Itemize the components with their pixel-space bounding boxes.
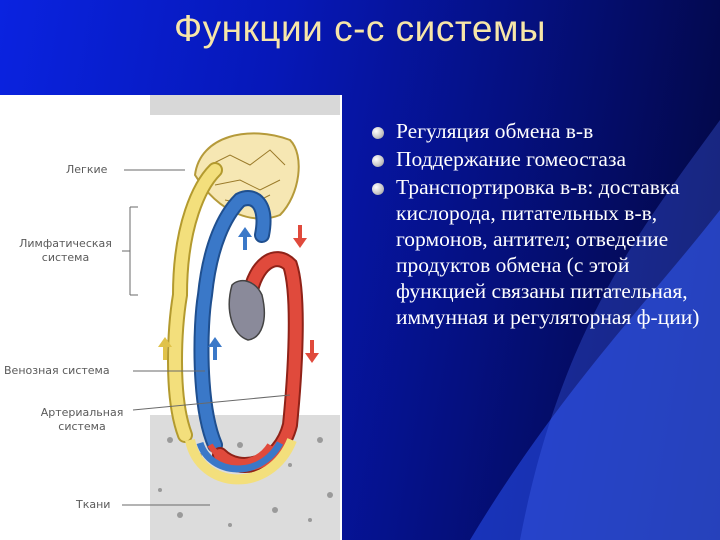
bullet-dot-icon [372, 183, 384, 195]
label-venous-system: Венозная система [4, 364, 110, 377]
bullet-text: Регуляция обмена в-в [396, 119, 594, 143]
bullet-text: Поддержание гомеостаза [396, 147, 626, 171]
bullet-list: Регуляция обмена в-в Поддержание гомеост… [368, 118, 713, 332]
bullet-dot-icon [372, 155, 384, 167]
label-lymphatic-system: Лимфатическая система [19, 237, 112, 264]
bullet-dot-icon [372, 127, 384, 139]
lymphatic-vessel [169, 164, 221, 441]
bullet-text: Транспортировка в-в: доставка кислорода,… [396, 175, 700, 329]
bullet-item: Поддержание гомеостаза [368, 146, 713, 172]
slide-title: Функции с-с системы [174, 8, 546, 49]
heart [228, 279, 266, 341]
circulation-diagram: Легкие Лимфатическая система Венозная си… [0, 95, 342, 540]
bullet-item: Регуляция обмена в-в [368, 118, 713, 144]
venous-vessel [195, 192, 270, 451]
label-arterial-system: Артериальная система [40, 406, 124, 433]
bullet-item: Транспортировка в-в: доставка кислорода,… [368, 174, 713, 330]
label-lungs: Легкие [66, 163, 108, 176]
flow-arrows [158, 225, 319, 363]
label-tissues: Ткани [76, 498, 111, 511]
